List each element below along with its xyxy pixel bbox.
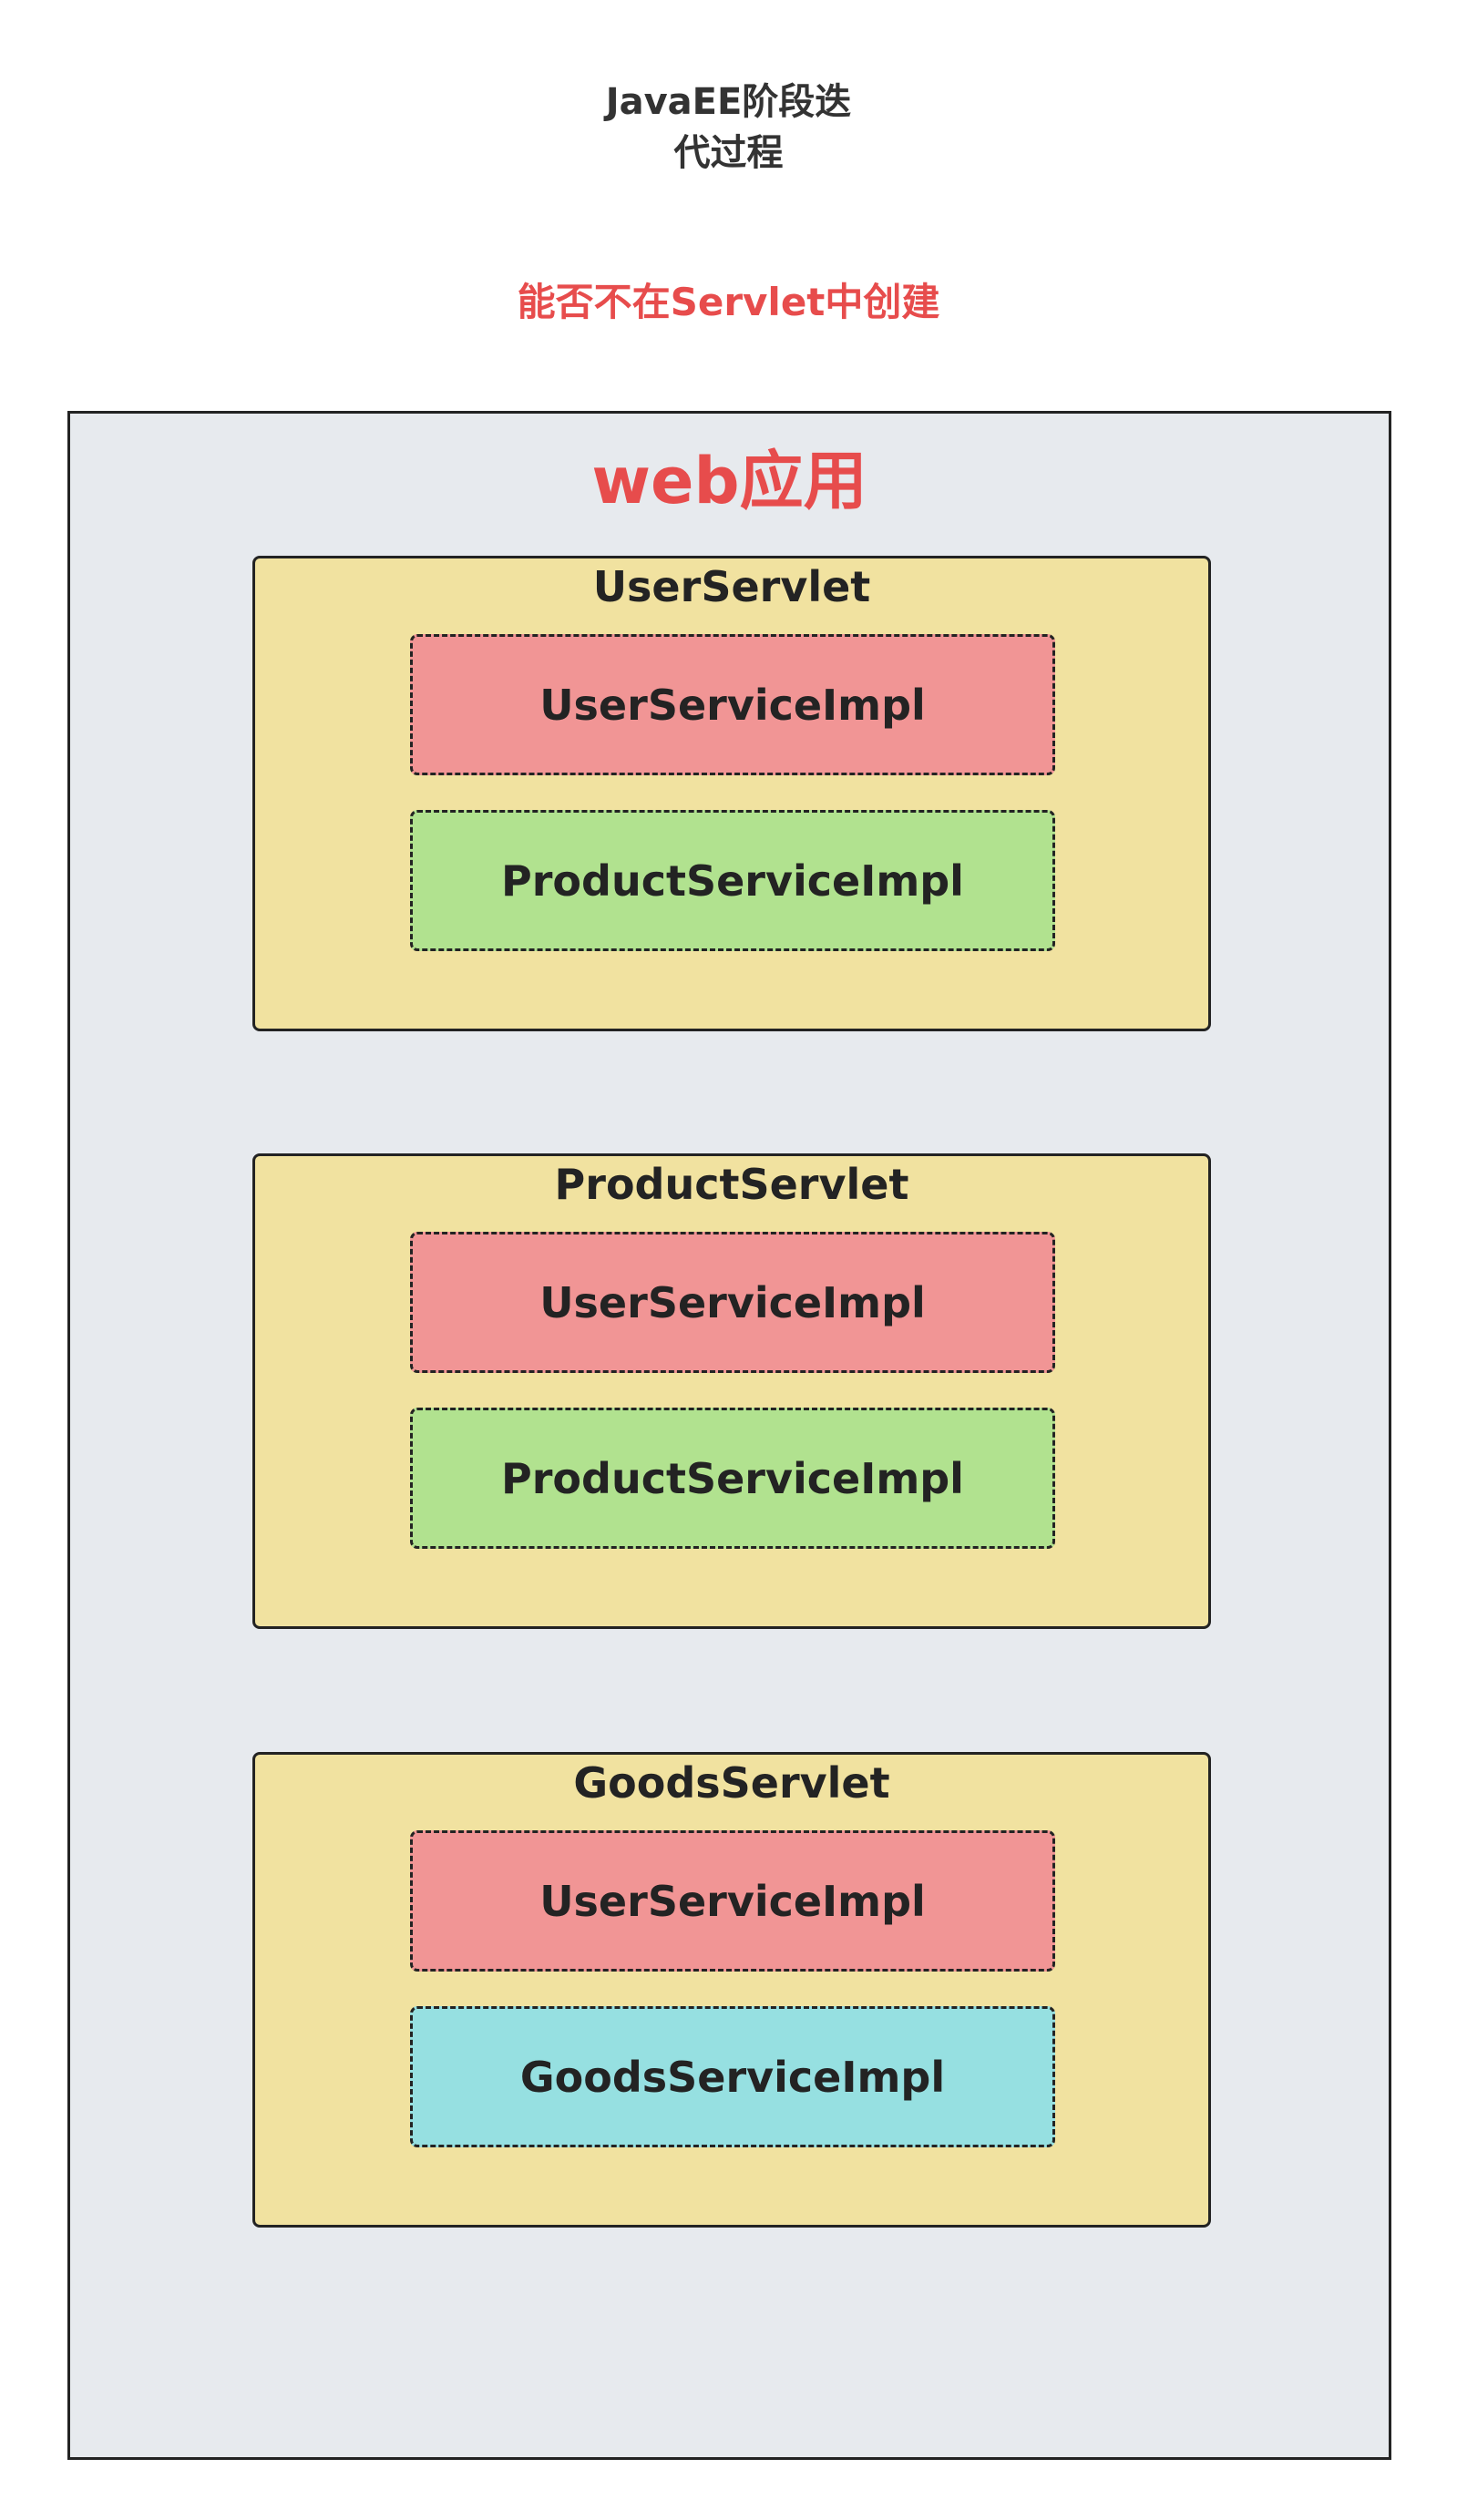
diagram-title: JavaEE阶段迭 代过程	[0, 77, 1457, 179]
servlet-title: ProductServlet	[554, 1160, 909, 1209]
question-annotation: 能否不在Servlet中创建	[517, 280, 940, 324]
servlet-box-product: ProductServlet UserServiceImpl ProductSe…	[252, 1153, 1211, 1629]
servlet-title: UserServlet	[592, 562, 871, 611]
servlet-title: GoodsServlet	[573, 1758, 890, 1808]
servlet-box-goods: GoodsServlet UserServiceImpl GoodsServic…	[252, 1752, 1211, 2228]
servlet-box-user: UserServlet UserServiceImpl ProductServi…	[252, 556, 1211, 1031]
diagram-title-line1: JavaEE阶段迭	[605, 81, 852, 123]
diagram-title-line2: 代过程	[673, 132, 784, 174]
service-box-goods-service: GoodsServiceImpl	[410, 2006, 1055, 2147]
service-box-user-service: UserServiceImpl	[410, 1830, 1055, 1972]
web-app-title: web应用	[591, 444, 867, 518]
web-app-container: web应用 UserServlet UserServiceImpl Produc…	[67, 411, 1391, 2460]
service-box-product-service: ProductServiceImpl	[410, 810, 1055, 951]
service-box-user-service: UserServiceImpl	[410, 634, 1055, 775]
service-box-user-service: UserServiceImpl	[410, 1232, 1055, 1373]
service-box-product-service: ProductServiceImpl	[410, 1408, 1055, 1549]
